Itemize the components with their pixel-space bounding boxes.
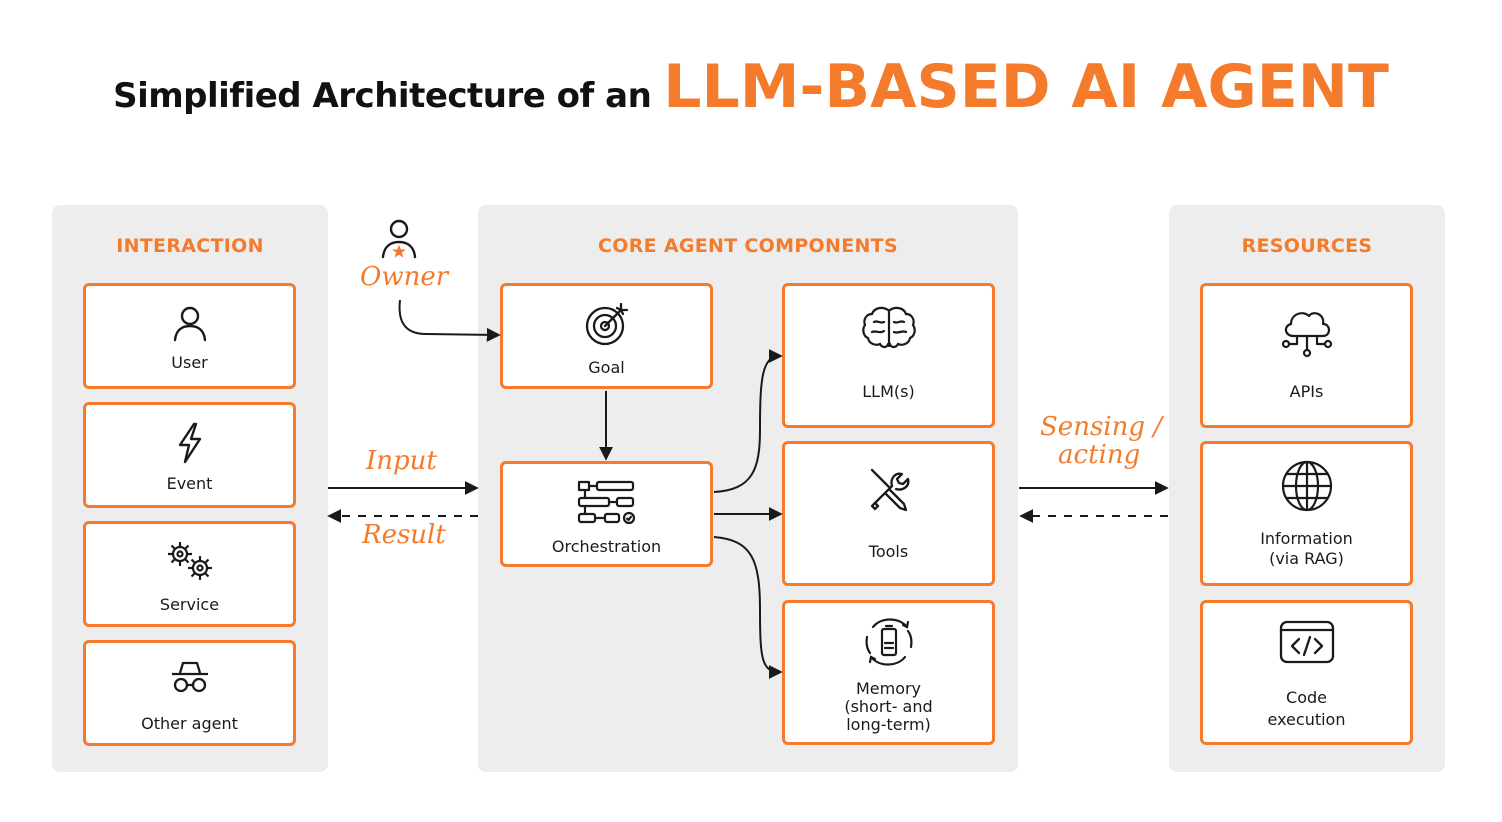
apis-label: APIs [1289,382,1324,401]
information-label-1: Information [1260,529,1353,548]
information-box: Information (via RAG) [1200,441,1413,586]
event-label: Event [166,474,213,493]
other-agent-label: Other agent [141,714,238,733]
battery-cycle-icon [865,618,912,666]
resources-panel-title: RESOURCES [1241,235,1373,257]
user-icon [173,306,206,342]
result-label: Result [362,520,446,550]
service-label: Service [159,595,220,614]
orchestration-to-llm-arrow [713,349,783,493]
sensing-label-1: Sensing / [1040,412,1163,442]
event-box: Event [83,402,296,508]
lightning-icon [178,422,201,464]
memory-box: Memory (short- and long-term) [782,600,995,745]
globe-icon [1281,460,1332,512]
title-highlight: LLM-BASED AI AGENT [663,52,1389,122]
brain-icon [861,306,916,349]
tools-icon [870,468,909,512]
gears-icon [167,542,212,580]
memory-label-2: (short- and [844,697,933,716]
cloud-network-icon [1281,312,1332,358]
code-icon [1279,620,1334,664]
llm-box: LLM(s) [782,283,995,428]
sensing-label-2: acting [1058,440,1141,470]
interaction-panel-title: INTERACTION [116,235,264,257]
orchestration-to-memory-arrow [713,536,783,679]
information-label-2: (via RAG) [1269,549,1344,568]
input-label: Input [366,446,437,476]
memory-label-3: long-term) [846,715,931,734]
page-title: Simplified Architecture of an LLM-BASED A… [0,52,1502,122]
owner-icon [381,219,417,259]
code-label-2: execution [1267,710,1346,729]
llm-label: LLM(s) [862,382,915,401]
code-label-1: Code [1286,688,1327,707]
core-panel-title: CORE AGENT COMPONENTS [598,235,898,257]
orchestration-box: Orchestration [500,461,713,567]
goal-box: Goal [500,283,713,389]
workflow-icon [577,480,635,525]
goal-label: Goal [588,358,625,377]
memory-label-1: Memory [855,679,922,698]
owner-to-goal-arrow [398,299,501,342]
code-box: Code execution [1200,600,1413,745]
tools-label: Tools [868,542,909,561]
orchestration-label: Orchestration [551,537,662,556]
other-agent-box: Other agent [83,640,296,746]
apis-box: APIs [1200,283,1413,428]
owner-label: Owner [360,262,449,292]
service-box: Service [83,521,296,627]
tools-box: Tools [782,441,995,586]
spy-agent-icon [171,661,208,693]
user-label: User [171,353,208,372]
user-box: User [83,283,296,389]
title-prefix: Simplified Architecture of an [113,76,652,116]
target-icon [585,302,628,346]
